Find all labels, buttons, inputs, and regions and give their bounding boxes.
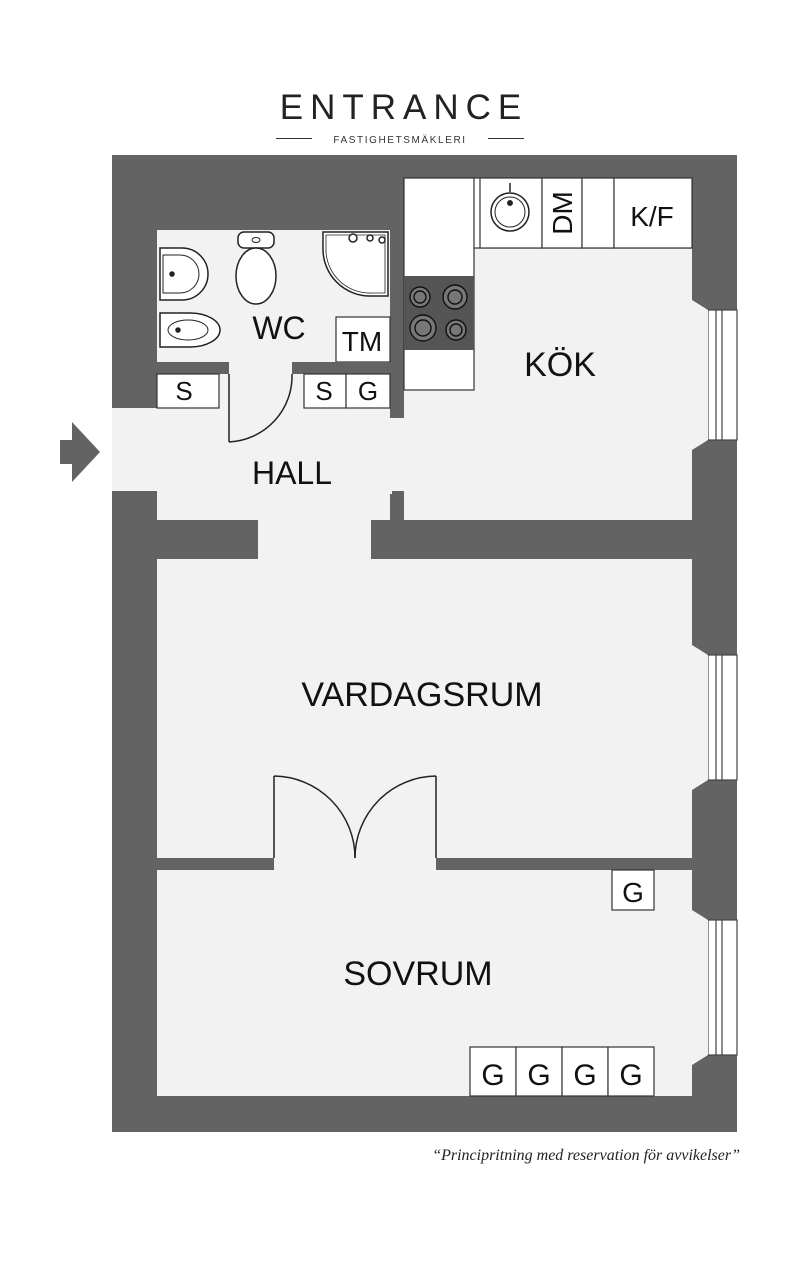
closet-label: G — [358, 376, 378, 406]
hall-floor — [112, 408, 404, 491]
wc-door — [228, 373, 293, 443]
disclaimer-text: “Principritning med reservation för avvi… — [432, 1147, 740, 1164]
dishwasher-label: DM — [547, 191, 578, 235]
divider-line — [488, 138, 524, 139]
stove — [404, 276, 474, 350]
closet-label: S — [175, 376, 192, 406]
wall-stub — [390, 362, 404, 418]
wardrobe-row — [469, 1046, 655, 1097]
fridge-freezer-label: K/F — [630, 201, 674, 232]
closet-label: S — [315, 376, 332, 406]
brand-tagline: FASTIGHETSMÄKLERI — [333, 135, 467, 146]
floor-areas — [112, 178, 692, 1096]
wall-stub — [292, 362, 390, 374]
double-door — [273, 775, 437, 859]
wall-stub — [157, 362, 229, 374]
room-label-sovrum: SOVRUM — [343, 955, 492, 993]
brand-logo: ENTRANCE FASTIGHETSMÄKLERI — [0, 88, 800, 146]
hall-closets — [156, 373, 391, 409]
double-door-opening — [274, 855, 436, 873]
wardrobe-label: G — [573, 1059, 596, 1092]
stove-burner-icon — [409, 284, 468, 342]
room-label-wc: WC — [252, 310, 305, 346]
wardrobe-label: G — [527, 1059, 550, 1092]
wall-stub — [390, 494, 404, 520]
brand-tagline-row: FASTIGHETSMÄKLERI — [276, 130, 524, 146]
washing-machine-label: TM — [342, 326, 382, 357]
wardrobe — [611, 869, 655, 911]
windows — [707, 309, 738, 1056]
hall-doorway-floor — [258, 515, 371, 565]
wardrobe-label: G — [619, 1059, 642, 1092]
room-label-kok: KÖK — [524, 346, 596, 384]
bidet-icon — [159, 312, 221, 348]
living-room-floor — [157, 559, 692, 858]
wardrobe-label: G — [622, 877, 644, 908]
dishwasher — [541, 177, 583, 249]
divider-line — [276, 138, 312, 139]
toilet-icon — [235, 231, 277, 305]
room-label-hall: HALL — [252, 455, 332, 491]
washing-machine — [335, 316, 391, 363]
fridge-freezer — [613, 177, 693, 249]
sink-icon — [490, 183, 530, 232]
shower-icon — [322, 231, 389, 297]
washbasin-icon — [159, 247, 209, 301]
sink-cabinet — [479, 177, 543, 249]
room-label-vardagsrum: VARDAGSRUM — [301, 676, 542, 714]
wardrobe-label: G — [481, 1059, 504, 1092]
counter-cabinet — [581, 177, 615, 249]
window-recesses — [692, 300, 708, 1065]
brand-name: ENTRANCE — [279, 88, 529, 127]
entrance-arrow-icon — [60, 422, 100, 482]
